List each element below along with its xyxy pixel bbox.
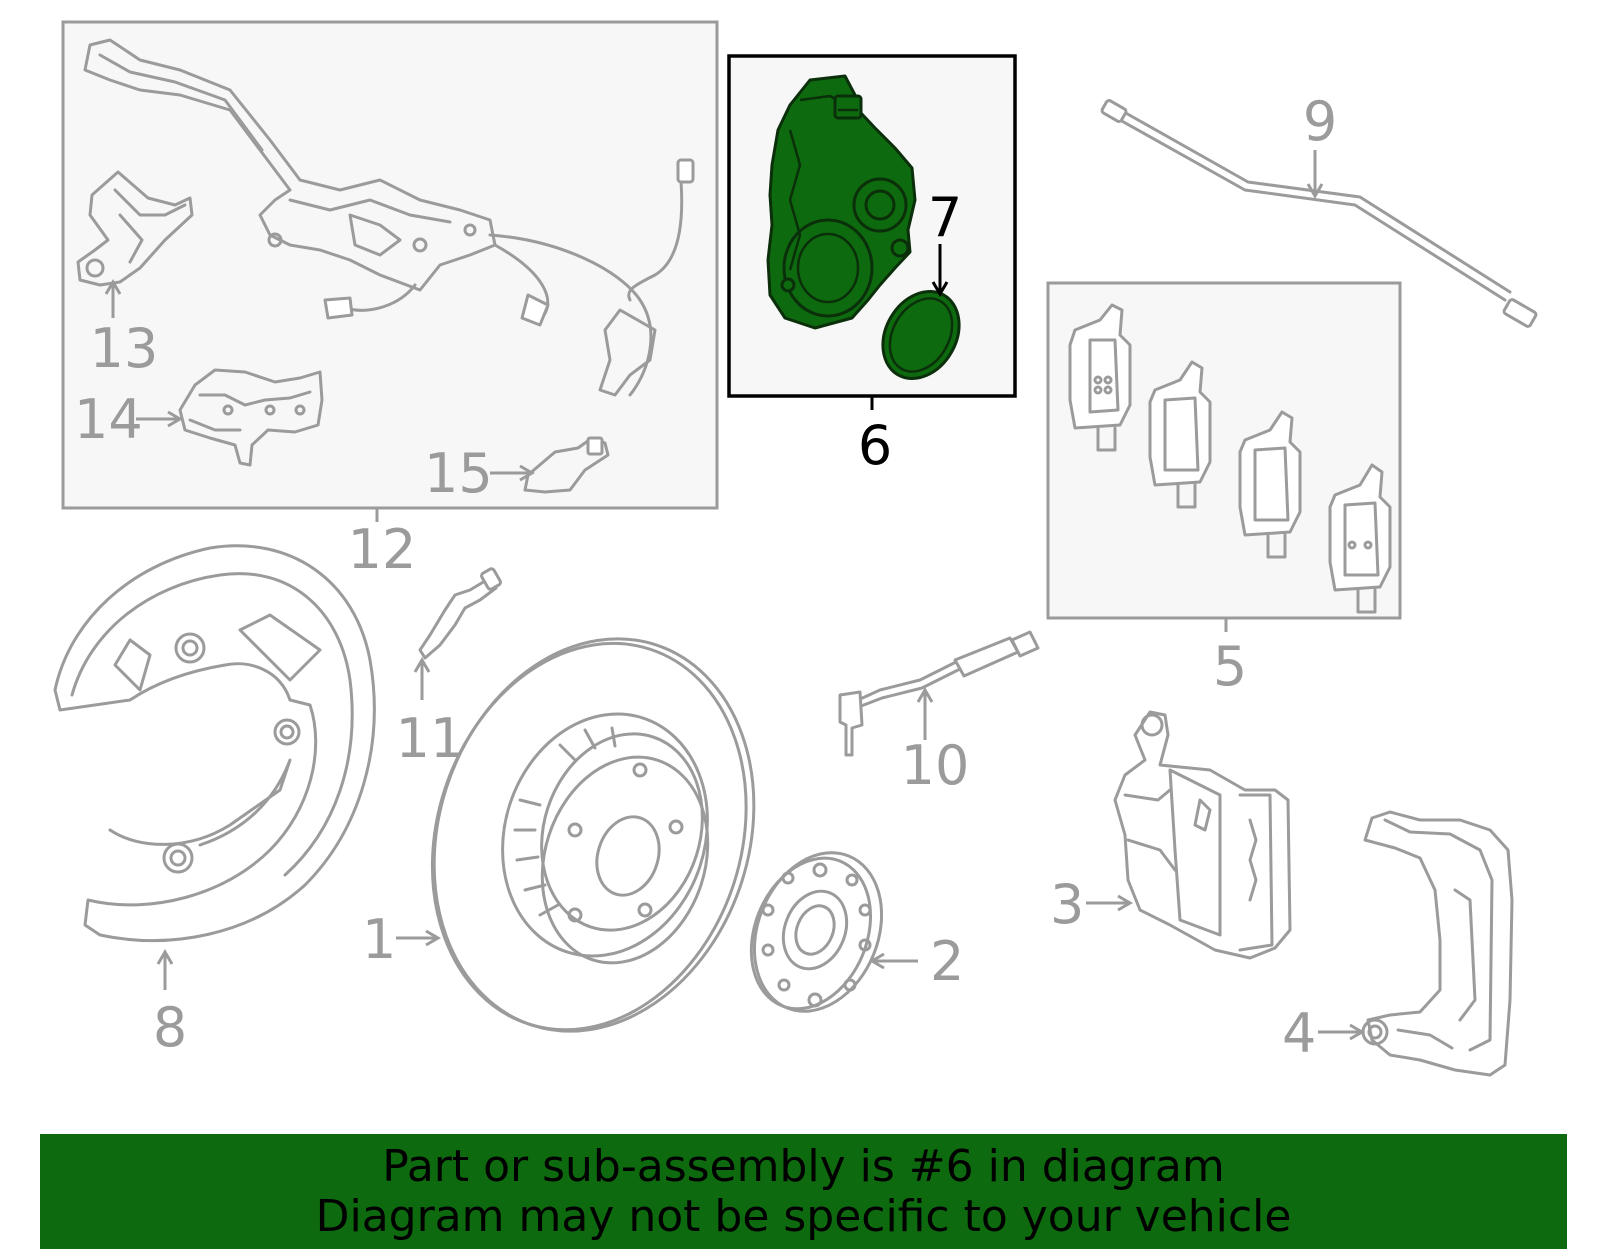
brake-pad[interactable] <box>1328 463 1392 614</box>
callout-14: 14 <box>74 388 183 451</box>
callout-8: 8 <box>153 949 187 1059</box>
callout-12-label: 12 <box>348 518 417 581</box>
caliper-bracket-4[interactable] <box>1361 810 1514 1077</box>
module-14[interactable] <box>178 368 324 467</box>
seal-ring-7[interactable] <box>868 278 975 393</box>
wear-sensor-cable-9[interactable] <box>1100 99 1538 328</box>
callout-4-label: 4 <box>1282 1002 1316 1065</box>
brake-pad[interactable] <box>1148 360 1212 509</box>
speed-sensor-11[interactable] <box>418 567 502 660</box>
callout-9: 9 <box>1303 90 1337 199</box>
brake-rotor-1[interactable] <box>384 597 803 1073</box>
callout-3-label: 3 <box>1050 873 1084 936</box>
callout-4: 4 <box>1282 1002 1365 1065</box>
callout-15: 15 <box>424 442 535 505</box>
actuator-motor-6[interactable] <box>766 74 917 330</box>
brake-pad[interactable] <box>1238 410 1302 559</box>
callout-5-label: 5 <box>1213 635 1247 698</box>
callout-13: 13 <box>90 279 159 380</box>
info-banner: Part or sub-assembly is #6 in diagram Di… <box>40 1134 1567 1249</box>
banner-line-2: Diagram may not be specific to your vehi… <box>315 1191 1292 1242</box>
pad-wear-sensor-10[interactable] <box>838 630 1040 757</box>
brake-pad[interactable] <box>1068 303 1132 452</box>
dust-shield-8[interactable] <box>53 544 376 943</box>
callout-2-label: 2 <box>930 930 964 993</box>
banner-line-1: Part or sub-assembly is #6 in diagram <box>382 1141 1225 1192</box>
callout-7: 7 <box>928 186 962 297</box>
callout-3: 3 <box>1050 873 1133 936</box>
callout-9-label: 9 <box>1303 90 1337 153</box>
callout-11: 11 <box>396 657 465 770</box>
callout-15-label: 15 <box>424 442 493 505</box>
brake-caliper-3[interactable] <box>1113 710 1292 960</box>
clip-15[interactable] <box>523 436 610 494</box>
callout-2: 2 <box>869 930 964 993</box>
callout-10: 10 <box>901 687 970 797</box>
brake-pads-5[interactable] <box>1068 303 1392 614</box>
callout-10-label: 10 <box>901 734 970 797</box>
harness-bracket[interactable] <box>83 38 497 292</box>
callout-1: 1 <box>362 908 441 971</box>
harness-wire[interactable] <box>323 158 695 397</box>
callout-7-label: 7 <box>928 186 962 249</box>
callout-6-label: 6 <box>858 414 892 477</box>
bracket-13[interactable] <box>76 170 194 287</box>
callout-14-label: 14 <box>74 388 143 451</box>
group-box-12 <box>61 20 719 522</box>
callout-13-label: 13 <box>90 317 159 380</box>
callout-1-label: 1 <box>362 908 396 971</box>
callout-11-label: 11 <box>396 707 465 770</box>
wheel-hub-2[interactable] <box>730 833 905 1030</box>
callout-8-label: 8 <box>153 996 187 1059</box>
